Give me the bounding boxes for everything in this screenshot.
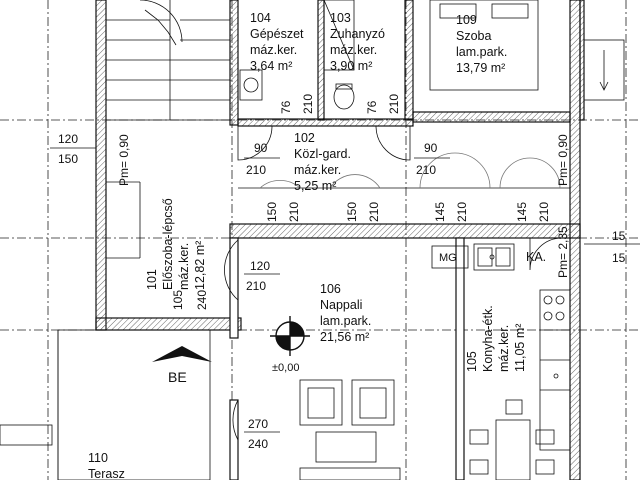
- svg-text:105: 105: [171, 290, 185, 310]
- doors: [224, 125, 563, 441]
- svg-text:Nappali: Nappali: [320, 298, 362, 312]
- svg-text:270: 270: [248, 417, 268, 431]
- svg-text:13,79 m²: 13,79 m²: [456, 61, 505, 75]
- svg-text:240: 240: [248, 437, 268, 451]
- svg-text:109: 109: [456, 13, 477, 27]
- svg-text:Közl-gard.: Közl-gard.: [294, 147, 351, 161]
- room-102-label: 102 Közl-gard. máz.ker. 5,25 m²: [294, 131, 351, 193]
- level-label: ±0,00: [272, 362, 299, 374]
- svg-text:Gépészet: Gépészet: [250, 27, 304, 41]
- svg-text:210: 210: [537, 202, 551, 222]
- svg-text:15: 15: [612, 251, 626, 265]
- room-103-label: 103 Zuhanyzó máz.ker. 3,90 m²: [330, 11, 385, 73]
- svg-text:Szoba: Szoba: [456, 29, 491, 43]
- svg-text:210: 210: [455, 202, 469, 222]
- svg-text:máz.ker.: máz.ker.: [177, 243, 191, 290]
- svg-text:150: 150: [58, 152, 78, 166]
- svg-text:11,05 m²: 11,05 m²: [513, 324, 527, 372]
- svg-text:210: 210: [301, 94, 315, 114]
- mg-label: MG: [439, 252, 457, 264]
- svg-text:240: 240: [195, 290, 209, 310]
- svg-text:150: 150: [345, 202, 359, 222]
- svg-text:150: 150: [265, 202, 279, 222]
- dining-set: [469, 399, 555, 480]
- svg-text:105: 105: [465, 351, 479, 372]
- svg-text:lam.park.: lam.park.: [320, 314, 371, 328]
- sofa-group: [299, 379, 401, 480]
- svg-text:3,90 m²: 3,90 m²: [330, 59, 372, 73]
- svg-text:101: 101: [145, 269, 159, 290]
- svg-text:210: 210: [246, 279, 266, 293]
- svg-text:Zuhanyzó: Zuhanyzó: [330, 27, 385, 41]
- pm-right-label: Pm= 0,90: [556, 134, 570, 186]
- dimension-labels: 120 150 76 210 76 210 90 210 90 210 150 …: [50, 94, 640, 451]
- svg-text:145: 145: [515, 202, 529, 222]
- svg-text:120: 120: [250, 259, 270, 273]
- svg-text:90: 90: [424, 141, 438, 155]
- room-110-label: 110 Terasz: [88, 451, 125, 480]
- svg-text:106: 106: [320, 282, 341, 296]
- staircase: [106, 0, 230, 120]
- svg-text:15: 15: [612, 229, 626, 243]
- room-106-label: 106 Nappali lam.park. 21,56 m²: [320, 282, 371, 344]
- bed: [429, 0, 539, 91]
- svg-text:103: 103: [330, 11, 351, 25]
- svg-text:110: 110: [88, 451, 108, 465]
- svg-text:12,82 m²: 12,82 m²: [193, 241, 207, 290]
- svg-text:210: 210: [416, 163, 436, 177]
- svg-text:21,56 m²: 21,56 m²: [320, 330, 369, 344]
- svg-text:lam.park.: lam.park.: [456, 45, 507, 59]
- room-104-label: 104 Gépészet máz.ker. 3,64 m²: [250, 11, 304, 73]
- svg-text:Előszoba-lépcső: Előszoba-lépcső: [161, 198, 175, 290]
- svg-text:210: 210: [367, 202, 381, 222]
- windows: [583, 39, 625, 101]
- entrance-label: BE: [168, 369, 187, 385]
- svg-text:210: 210: [287, 202, 301, 222]
- svg-text:máz.ker.: máz.ker.: [294, 163, 341, 177]
- svg-text:5,25 m²: 5,25 m²: [294, 179, 336, 193]
- svg-text:90: 90: [254, 141, 268, 155]
- level-marker: [270, 316, 310, 356]
- bathroom-fixtures: [239, 0, 355, 110]
- svg-text:104: 104: [250, 11, 271, 25]
- svg-text:76: 76: [365, 100, 379, 114]
- svg-text:76: 76: [279, 100, 293, 114]
- svg-text:145: 145: [433, 202, 447, 222]
- terrace: [0, 329, 211, 480]
- entrance-arrow-icon: [152, 346, 212, 362]
- room-105-label: 105 Konyha-étk. máz.ker. 11,05 m²: [465, 305, 527, 372]
- svg-text:máz.ker.: máz.ker.: [330, 43, 377, 57]
- svg-text:máz.ker.: máz.ker.: [250, 43, 297, 57]
- pm-kitchen-label: Pm= 2,35: [556, 226, 570, 278]
- svg-text:102: 102: [294, 131, 315, 145]
- svg-text:máz.ker.: máz.ker.: [497, 325, 511, 372]
- kitchen-fixtures: [431, 243, 571, 451]
- svg-text:120: 120: [58, 132, 78, 146]
- ka-label: KA.: [526, 250, 546, 264]
- svg-text:Konyha-étk.: Konyha-étk.: [481, 305, 495, 372]
- room-109-label: 109 Szoba lam.park. 13,79 m²: [456, 13, 507, 75]
- svg-text:210: 210: [246, 163, 266, 177]
- svg-text:210: 210: [387, 94, 401, 114]
- svg-text:Terasz: Terasz: [88, 467, 125, 480]
- svg-text:3,64 m²: 3,64 m²: [250, 59, 292, 73]
- interior-walls: [106, 119, 570, 480]
- pm-left-label: Pm= 0,90: [117, 134, 131, 186]
- room-101-label: 101 Előszoba-lépcső máz.ker. 12,82 m²: [145, 198, 207, 290]
